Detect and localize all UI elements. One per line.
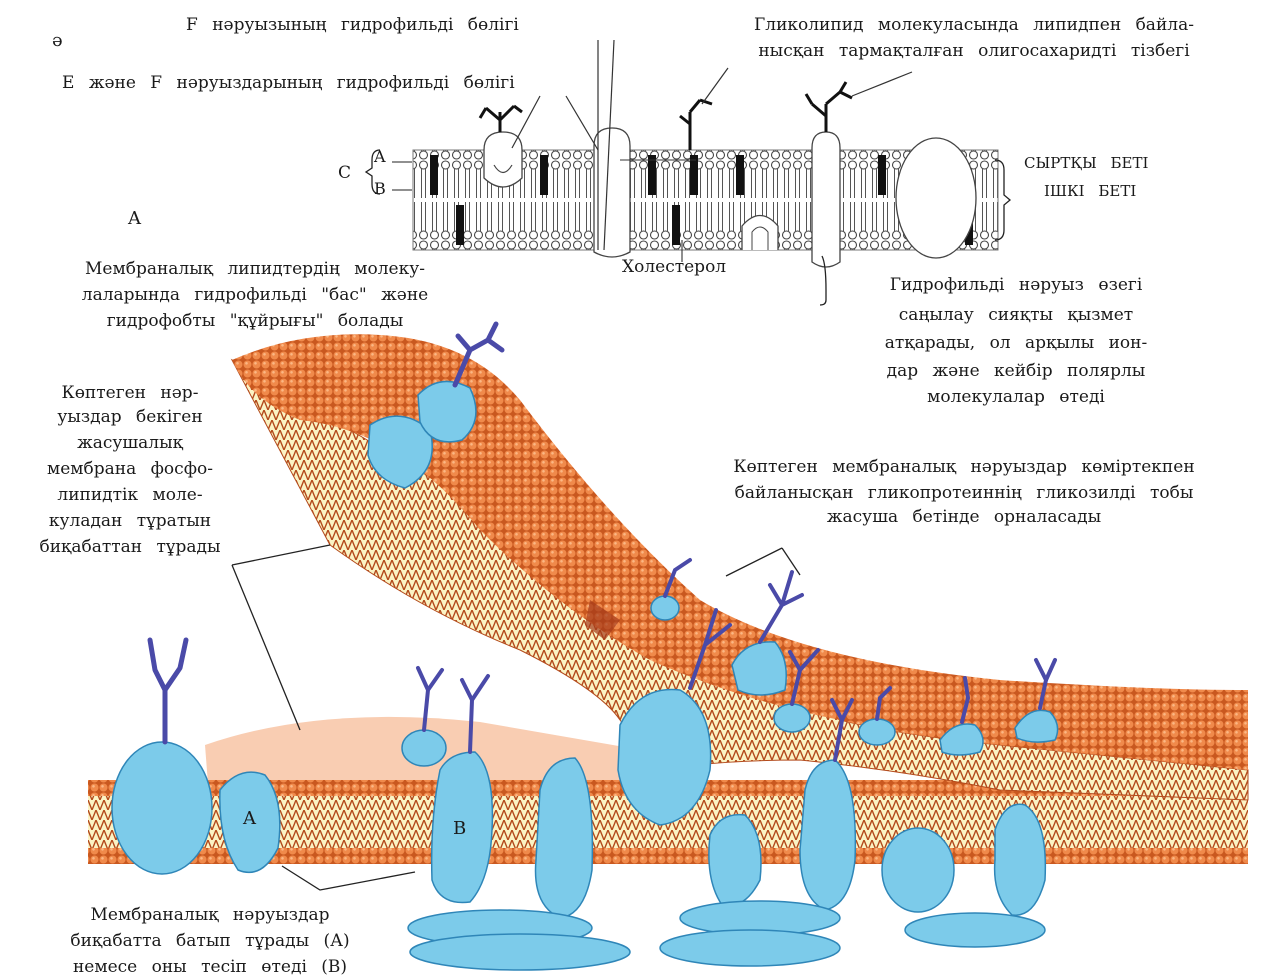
label-lipid-heads-1: Мембраналық липидтердің молеку- <box>20 258 490 280</box>
label-bilayer-5: липидтік моле- <box>10 484 250 506</box>
label-bilayer-7: биқабаттан тұрады <box>10 536 250 558</box>
label-glyco-3: жасуша бетінде орналасады <box>664 506 1264 528</box>
label-bilayer-1: Көптеген нәр- <box>10 382 250 404</box>
label-bilayer-4: мембрана фосфо- <box>10 458 250 480</box>
label-embedded-3: немесе оны тесіп өтеді (В) <box>30 956 390 978</box>
label-protein-b: B <box>453 818 466 840</box>
label-cholesterol: Холестерол <box>622 256 726 278</box>
label-ef-hydrophilic: Е және F нәруыздарының гидрофильді бөліг… <box>62 72 515 94</box>
label-glyco-2: байланысқан гликопротеиннің гликозилді т… <box>664 482 1264 504</box>
label-f-hydrophilic: F нәруызының гидрофильді бөлігі <box>186 14 519 36</box>
label-outer-surface: СЫРТҚЫ БЕТІ <box>1024 152 1148 174</box>
label-embedded-2: биқабатта батып тұрады (А) <box>30 930 390 952</box>
label-channel-3: атқарады, ол арқылы ион- <box>836 332 1196 354</box>
label-channel-2: саңылау сияқты қызмет <box>836 304 1196 326</box>
label-bilayer-3: жасушалық <box>10 432 250 454</box>
label-protein-a: A <box>243 808 256 830</box>
label-layer-a: A <box>374 146 386 168</box>
label-glyco-1: Көптеген мембраналық нәруыздар көміртекп… <box>664 456 1264 478</box>
label-glycolipid-2: нысқан тармақталған олигосахаридті тізбе… <box>694 40 1254 62</box>
label-layer-c: C <box>338 162 351 184</box>
panel-letter-top: ə <box>52 30 63 52</box>
label-channel-5: молекулалар өтеді <box>836 386 1196 408</box>
label-lipid-heads-2: лаларында гидрофильді "бас" және <box>20 284 490 306</box>
label-bilayer-6: куладан тұратын <box>10 510 250 532</box>
label-lipid-heads-3: гидрофобты "құйрығы" болады <box>20 310 490 332</box>
label-embedded-1: Мембраналық нәруыздар <box>30 904 390 926</box>
label-inner-surface: ІШКІ БЕТІ <box>1044 180 1136 202</box>
label-bilayer-2: уыздар бекіген <box>10 406 250 428</box>
label-channel-1: Гидрофильді нәруыз өзегі <box>836 274 1196 296</box>
label-glycolipid-1: Гликолипид молекуласында липидпен байла- <box>694 14 1254 36</box>
label-layer-b: B <box>374 178 386 200</box>
label-channel-4: дар және кейбір полярлы <box>836 360 1196 382</box>
panel-letter-a: A <box>128 208 141 230</box>
